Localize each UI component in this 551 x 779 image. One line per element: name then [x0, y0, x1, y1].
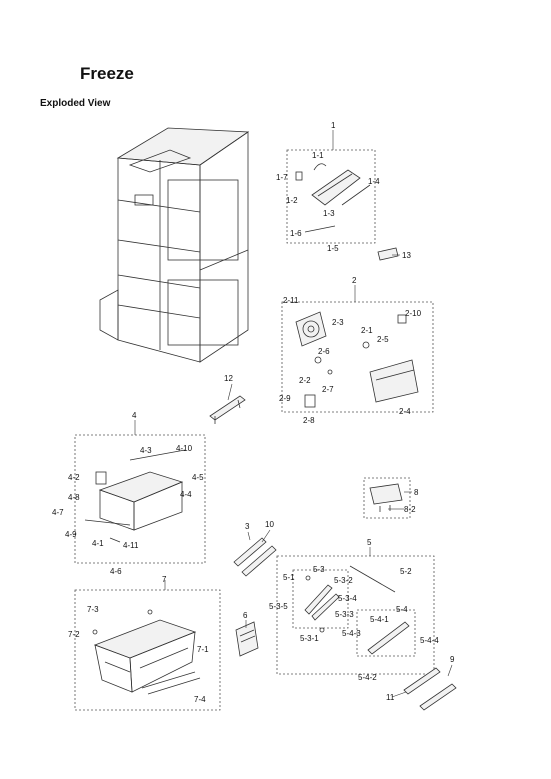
label-4-9: 4-9	[65, 530, 77, 539]
group-5-4-box	[356, 609, 416, 657]
group-8-box	[363, 477, 411, 519]
label-5-4-2: 5-4-2	[358, 673, 377, 682]
label-5: 5	[367, 538, 372, 547]
label-4-7: 4-7	[52, 508, 64, 517]
label-1-1: 1-1	[312, 151, 324, 160]
label-2-6: 2-6	[318, 347, 330, 356]
label-13: 13	[402, 251, 411, 260]
label-5-4-4: 5-4-4	[420, 636, 439, 645]
label-3: 3	[245, 522, 250, 531]
page-subtitle: Exploded View	[40, 98, 111, 109]
label-2-11: 2-11	[283, 296, 299, 305]
part-6-cover	[235, 621, 259, 657]
slide-rail-assembly-5	[304, 565, 410, 655]
fan-duct-assembly-1	[295, 163, 399, 261]
group-4-box	[74, 434, 206, 564]
label-4-6: 4-6	[110, 567, 122, 576]
label-2-1: 2-1	[361, 326, 373, 335]
label-5-2: 5-2	[400, 567, 412, 576]
label-9: 9	[450, 655, 455, 664]
label-1-6: 1-6	[290, 229, 302, 238]
label-5-3: 5-3	[313, 565, 325, 574]
label-4-1: 4-1	[92, 539, 104, 548]
label-2-4: 2-4	[399, 407, 411, 416]
label-2-10: 2-10	[405, 309, 422, 318]
label-7-4: 7-4	[194, 695, 206, 704]
group-2-box	[281, 301, 434, 413]
label-1-2: 1-2	[286, 196, 298, 205]
part-labels: 1 1-1 1-7 1-4 1-2 1-3 1-6 1-5 13 2 2-11 …	[52, 121, 455, 704]
label-5-4: 5-4	[396, 605, 408, 614]
basket-assembly-7	[92, 609, 201, 695]
label-5-3-2: 5-3-2	[334, 576, 353, 585]
label-2-9: 2-9	[279, 394, 291, 403]
leader-lines	[134, 130, 453, 698]
label-1-4: 1-4	[368, 177, 380, 186]
part-8-module	[369, 483, 403, 512]
label-2-2: 2-2	[299, 376, 311, 385]
label-7: 7	[162, 575, 167, 584]
label-6: 6	[243, 611, 248, 620]
group-5-3-box	[292, 569, 349, 629]
label-4-4: 4-4	[180, 490, 192, 499]
page-title: Freeze	[80, 64, 134, 83]
label-8: 8	[414, 488, 419, 497]
label-4-5: 4-5	[192, 473, 204, 482]
label-12: 12	[224, 374, 233, 383]
refrigerator-cabinet	[99, 127, 250, 363]
label-2-3: 2-3	[332, 318, 344, 327]
label-1: 1	[331, 121, 336, 130]
label-1-3: 1-3	[323, 209, 335, 218]
label-1-7: 1-7	[276, 173, 288, 182]
label-5-1: 5-1	[283, 573, 295, 582]
label-5-4-3: 5-4-3	[342, 629, 361, 638]
label-2-8: 2-8	[303, 416, 315, 425]
label-4-2: 4-2	[68, 473, 80, 482]
group-7-box	[74, 589, 221, 711]
label-4-11: 4-11	[123, 541, 139, 550]
label-4-10: 4-10	[176, 444, 193, 453]
label-10: 10	[265, 520, 274, 529]
label-5-3-5: 5-3-5	[269, 602, 288, 611]
label-4-8: 4-8	[68, 493, 80, 502]
part-12-bracket	[209, 395, 246, 424]
label-7-2: 7-2	[68, 630, 80, 639]
freezer-drawer-assembly-4	[84, 449, 186, 543]
label-5-3-4: 5-3-4	[338, 594, 357, 603]
label-11: 11	[386, 693, 395, 702]
label-1-5: 1-5	[327, 244, 339, 253]
label-2-7: 2-7	[322, 385, 334, 394]
group-5-box	[276, 555, 435, 675]
group-1-box	[286, 149, 376, 244]
label-4: 4	[132, 411, 137, 420]
label-8-2: 8-2	[404, 505, 416, 514]
rails-9-11	[403, 667, 457, 711]
label-2: 2	[352, 276, 357, 285]
label-7-1: 7-1	[197, 645, 209, 654]
rails-3-10	[233, 537, 277, 577]
label-7-3: 7-3	[87, 605, 99, 614]
label-2-5: 2-5	[377, 335, 389, 344]
evaporator-fan-assembly-2	[295, 311, 419, 408]
label-5-3-3: 5-3-3	[335, 610, 354, 619]
label-4-3: 4-3	[140, 446, 152, 455]
label-5-3-1: 5-3-1	[300, 634, 319, 643]
label-5-4-1: 5-4-1	[370, 615, 389, 624]
